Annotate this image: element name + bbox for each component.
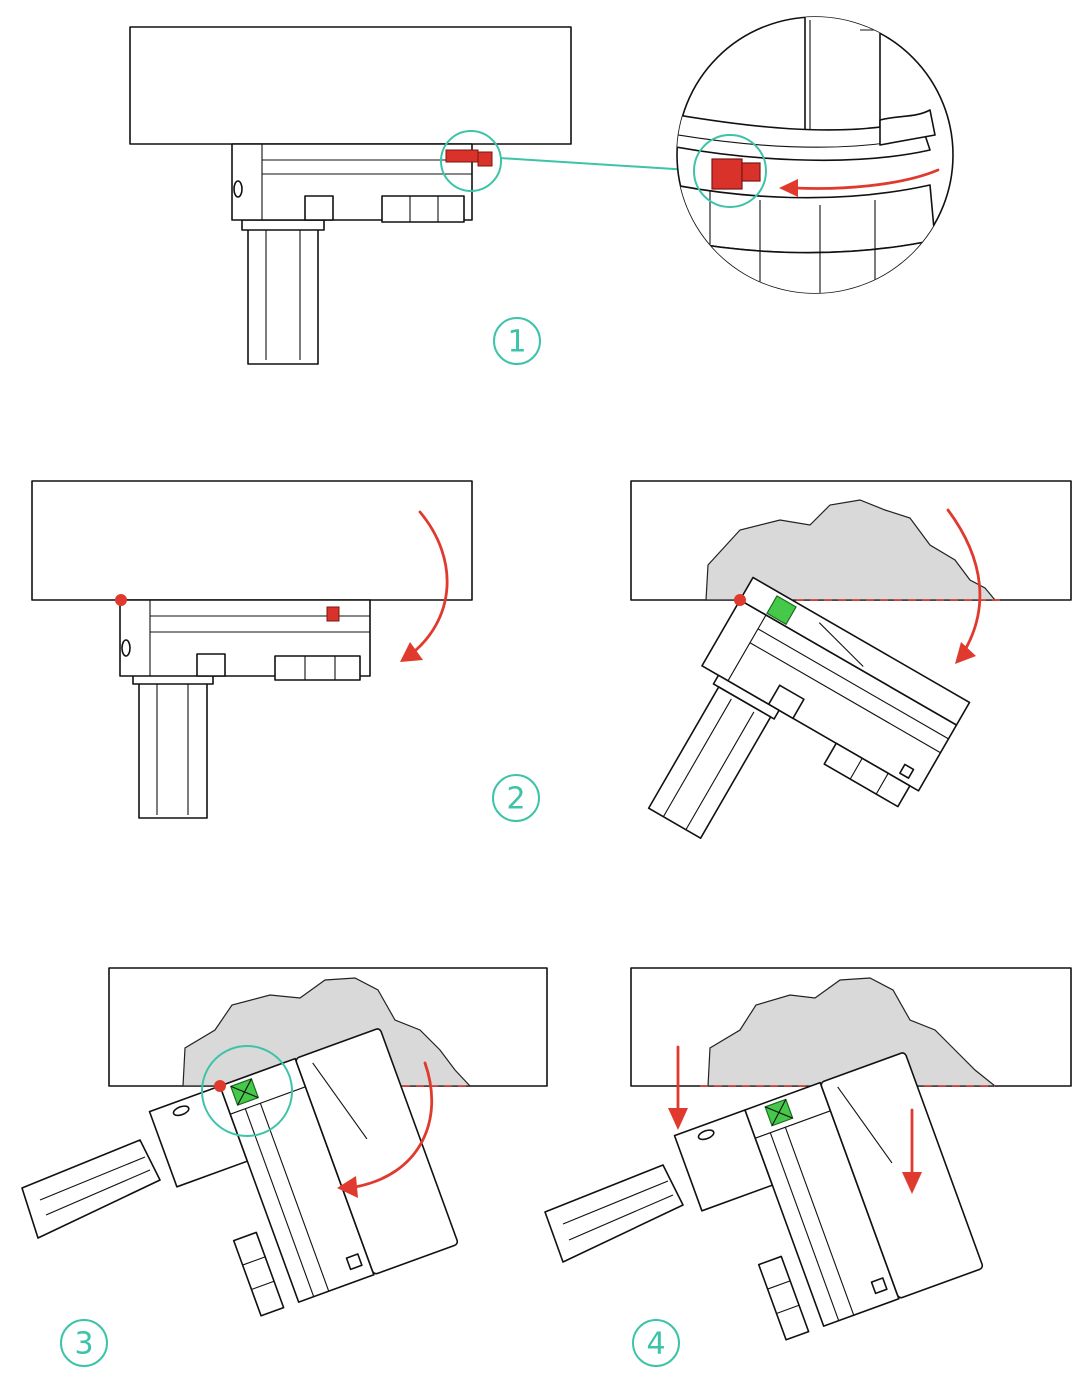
step-3-panel: 3 bbox=[21, 967, 548, 1367]
tilted-device bbox=[148, 1028, 459, 1317]
zoom-detail bbox=[676, 16, 954, 294]
latch-tab bbox=[477, 151, 493, 167]
latch-icon bbox=[326, 606, 340, 622]
step-2-panel-left: 2 bbox=[31, 480, 540, 822]
tilted-device bbox=[647, 576, 971, 840]
highlight-circle-pivot bbox=[201, 1045, 293, 1137]
svg-text:4: 4 bbox=[646, 1327, 665, 1362]
rotation-arrow-icon bbox=[408, 510, 449, 657]
step-1-panel: 1 bbox=[129, 16, 954, 365]
svg-text:3: 3 bbox=[74, 1327, 93, 1362]
rotation-arrow-icon bbox=[946, 508, 982, 657]
pipe bbox=[21, 1139, 161, 1239]
pipe bbox=[241, 219, 325, 365]
step-number-3: 3 bbox=[60, 1319, 108, 1367]
latch-icon-zoomed bbox=[711, 158, 743, 190]
ceiling-block bbox=[31, 480, 473, 601]
step-4-panel: 4 bbox=[544, 967, 1072, 1367]
highlight-circle-latch bbox=[440, 130, 502, 192]
pipe bbox=[544, 1164, 684, 1263]
ceiling-opening-shadow bbox=[707, 977, 997, 1087]
svg-text:2: 2 bbox=[506, 782, 525, 817]
highlight-circle-zoom bbox=[693, 134, 767, 208]
callout-line bbox=[499, 157, 691, 171]
tilted-device bbox=[673, 1052, 984, 1341]
pivot-point-icon bbox=[115, 594, 127, 606]
step-number-4: 4 bbox=[632, 1319, 680, 1367]
svg-text:1: 1 bbox=[507, 325, 526, 360]
pipe bbox=[132, 673, 214, 819]
rotation-arrow-icon bbox=[353, 1061, 434, 1189]
device-housing bbox=[231, 143, 473, 223]
ceiling-opening-shadow bbox=[182, 977, 472, 1087]
pivot-point-icon bbox=[734, 594, 746, 606]
step-number-1: 1 bbox=[493, 317, 541, 365]
latch-icon bbox=[445, 149, 479, 163]
device-housing bbox=[119, 599, 371, 681]
pivot-point-icon bbox=[214, 1080, 226, 1092]
step-number-2: 2 bbox=[492, 774, 540, 822]
step-2-panel-right bbox=[630, 480, 1072, 840]
rotation-arrow-icon bbox=[793, 168, 940, 190]
ceiling-block bbox=[129, 26, 572, 145]
